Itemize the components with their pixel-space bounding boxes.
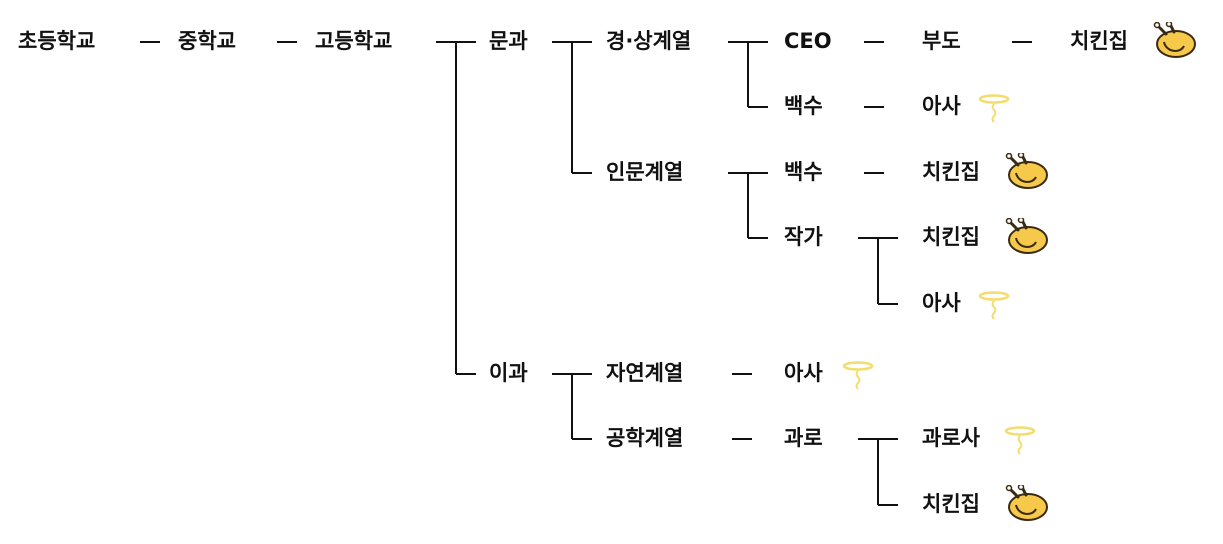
node-unemployed: 백수 <box>784 94 823 118</box>
node-ceo: CEO <box>784 29 832 53</box>
node-overwork: 과로 <box>784 426 823 450</box>
roast-chicken-icon <box>1002 153 1050 191</box>
node-chicken-restaurant: 치킨집 <box>1070 29 1128 53</box>
node-natural-science-major: 자연계열 <box>606 361 684 385</box>
node-elementary-school: 초등학교 <box>18 29 96 53</box>
node-bankrupt: 부도 <box>922 29 961 53</box>
roast-chicken-icon <box>1150 22 1198 60</box>
node-chicken-restaurant: 치킨집 <box>922 160 980 184</box>
angel-halo-icon <box>1004 426 1036 456</box>
node-starvation: 아사 <box>922 291 961 315</box>
node-starvation: 아사 <box>784 361 823 385</box>
roast-chicken-icon <box>1002 218 1050 256</box>
roast-chicken-icon <box>1002 485 1050 523</box>
node-chicken-restaurant: 치킨집 <box>922 225 980 249</box>
node-high-school: 고등학교 <box>315 29 393 53</box>
node-business-major: 경·상계열 <box>606 29 692 53</box>
angel-halo-icon <box>978 94 1010 124</box>
node-chicken-restaurant: 치킨집 <box>922 492 980 516</box>
node-liberal-arts-major: 인문계열 <box>606 160 684 184</box>
node-middle-school: 중학교 <box>178 29 236 53</box>
node-humanities-track: 문과 <box>489 29 528 53</box>
node-overwork-death: 과로사 <box>922 426 980 450</box>
node-science-track: 이과 <box>489 361 528 385</box>
node-starvation: 아사 <box>922 94 961 118</box>
node-writer: 작가 <box>784 225 823 249</box>
node-engineering-major: 공학계열 <box>606 426 684 450</box>
angel-halo-icon <box>978 291 1010 321</box>
node-unemployed: 백수 <box>784 160 823 184</box>
angel-halo-icon <box>842 361 874 391</box>
